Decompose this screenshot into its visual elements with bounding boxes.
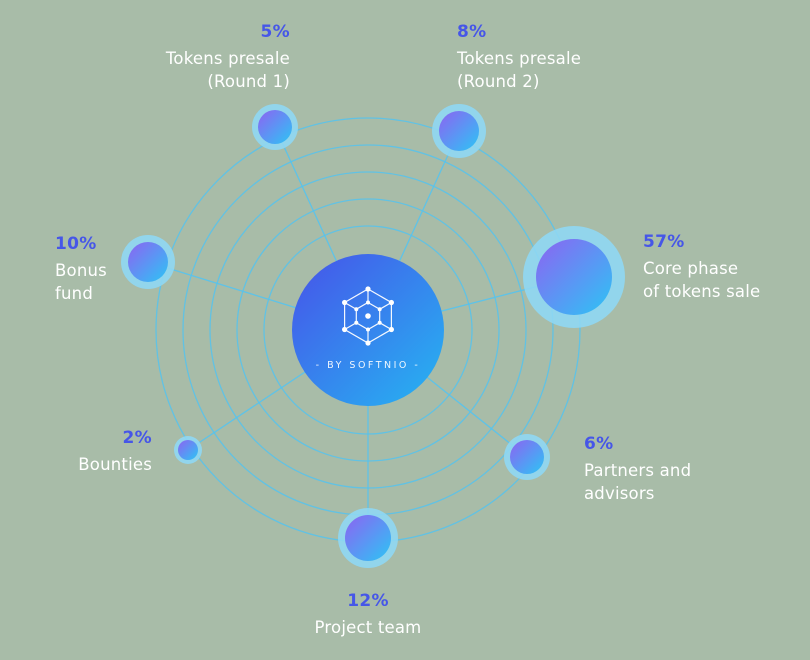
bubble	[345, 515, 391, 561]
bubble	[128, 242, 168, 282]
segment-name-line2: of tokens sale	[643, 282, 761, 301]
label-bonus-fund: 10% Bonus fund	[55, 234, 165, 305]
percent-value: 5%	[260, 22, 290, 42]
center-logo: - BY SOFTNIO -	[316, 286, 421, 371]
bubble	[439, 111, 479, 151]
percent-value: 10%	[55, 234, 97, 254]
percent-value: 2%	[122, 428, 152, 448]
bubble	[258, 110, 292, 144]
segment-name-line2: fund	[55, 284, 93, 303]
label-core-phase: 57% Core phase of tokens sale	[643, 232, 803, 303]
label-bounties: 2% Bounties	[30, 428, 152, 476]
label-partners-advisors: 6% Partners and advisors	[584, 434, 734, 505]
segment-name-line2: (Round 1)	[207, 72, 290, 91]
bubble	[510, 440, 544, 474]
percent-value: 57%	[643, 232, 685, 252]
percent-value: 8%	[457, 22, 487, 42]
segment-name: Bonus	[55, 261, 107, 280]
segment-name: Partners and	[584, 461, 692, 480]
segment-name-line2: (Round 2)	[457, 72, 540, 91]
segment-name: Project team	[314, 618, 422, 637]
segment-name: Tokens presale	[457, 49, 582, 68]
segment-name: Bounties	[78, 455, 152, 474]
network-hexagon-icon	[342, 286, 394, 346]
percent-value: 6%	[584, 434, 614, 454]
label-tokens-presale-round2: 8% Tokens presale (Round 2)	[457, 22, 632, 93]
bubble	[178, 440, 198, 460]
segment-name: Core phase	[643, 259, 739, 278]
percent-value: 12%	[347, 591, 389, 611]
brand-text: - BY SOFTNIO -	[316, 360, 421, 371]
segment-name: Tokens presale	[165, 49, 290, 68]
bubble	[536, 239, 612, 315]
label-project-team: 12% Project team	[288, 591, 448, 639]
label-tokens-presale-round1: 5% Tokens presale (Round 1)	[118, 22, 290, 93]
segment-name-line2: advisors	[584, 484, 655, 503]
